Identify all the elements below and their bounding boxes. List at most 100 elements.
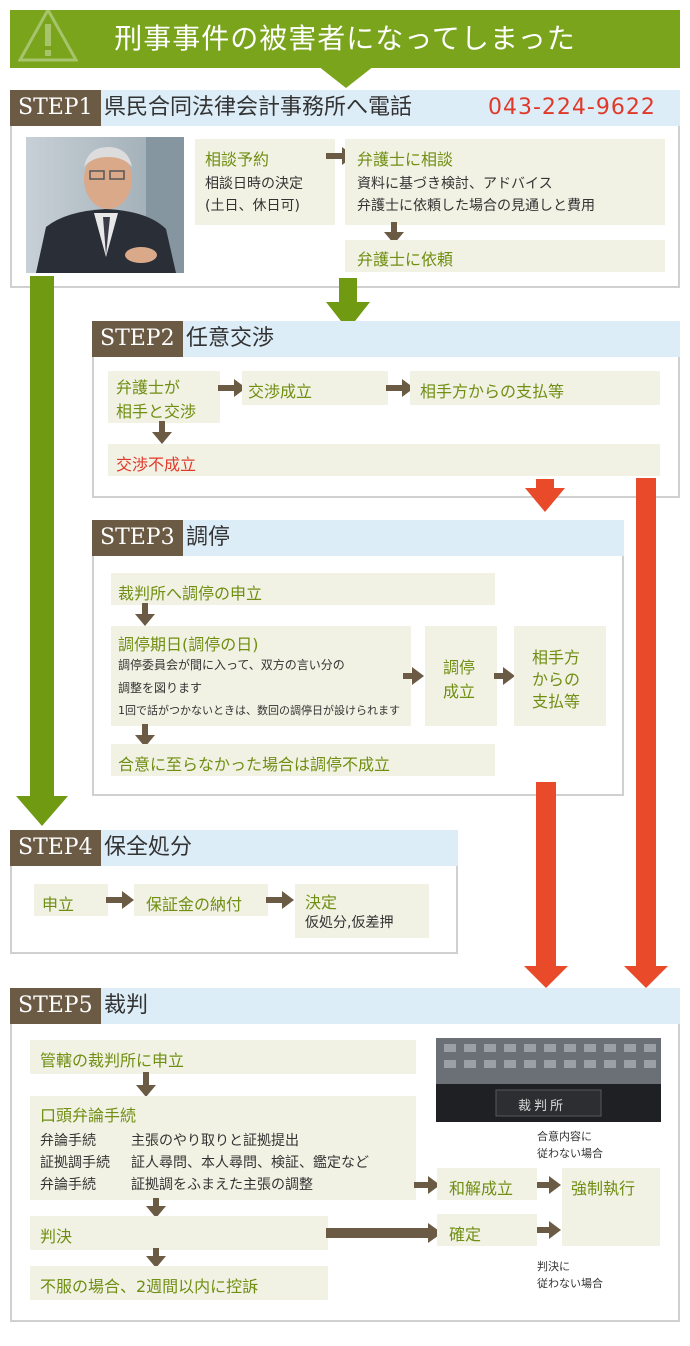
finalized-box (437, 1214, 537, 1246)
negotiation-failure-box (108, 444, 660, 476)
request-lawyer-label: 弁護士に依頼 (357, 250, 454, 269)
arrow-down-icon (152, 432, 172, 444)
arrow-down-icon (16, 796, 68, 826)
consult-reserve-line-1: 相談日時の決定 (205, 176, 303, 192)
step1-title: 県民合同法律会計事務所へ電話 (104, 95, 413, 120)
arrow-down-icon (135, 614, 155, 626)
settlement-label: 和解成立 (449, 1179, 514, 1198)
step3-title: 調停 (186, 525, 231, 550)
mediation-apply-box (111, 573, 495, 605)
arrow-shaft (391, 222, 397, 234)
mediation-success-box (425, 626, 497, 726)
negotiation-line-1: 弁護士が (116, 378, 181, 397)
court-sign: 裁判所 (518, 1099, 567, 1114)
step2-label: STEP2 (92, 321, 183, 357)
arrow-down-icon (146, 1256, 166, 1268)
red-flow-line (536, 479, 554, 489)
consult-reserve-line-2: (土日、休日可) (205, 198, 300, 214)
arrow-down-icon (146, 1206, 166, 1218)
finalized-label: 確定 (449, 1225, 482, 1244)
negotiation-box (108, 371, 220, 423)
oral-row-3-name: 弁論手続 (40, 1177, 96, 1193)
note-settlement-line-2: 従わない場合 (537, 1147, 603, 1160)
mediation-success-line-1: 調停 (443, 658, 476, 677)
mediation-apply-label: 裁判所へ調停の申立 (118, 584, 263, 603)
consult-lawyer-line-2: 弁護士に依頼した場合の見通しと費用 (357, 198, 595, 214)
arrow-down-icon (326, 302, 370, 330)
mediation-payment-line-2: からの (532, 670, 581, 689)
arrow-right-icon (503, 667, 515, 685)
preservation-apply-label: 申立 (42, 895, 75, 914)
step5-title: 裁判 (104, 993, 149, 1018)
page-banner: 刑事事件の被害者になってしまった (10, 10, 680, 68)
arrow-down-icon (525, 488, 565, 512)
mediation-date-line-1: 調停委員会が間に入って、双方の言い分の (118, 658, 345, 672)
step3-label: STEP3 (92, 520, 183, 556)
negotiation-line-2: 相手と交渉 (116, 402, 197, 421)
banner-pointer (318, 66, 374, 88)
arrow-right-icon (412, 667, 424, 685)
step4-label: STEP4 (10, 830, 101, 866)
enforcement-box (562, 1168, 660, 1246)
mediation-payment-box (514, 626, 606, 726)
enforcement-label: 強制執行 (571, 1179, 636, 1198)
arrow-shaft (153, 1248, 159, 1258)
consult-reserve-box (195, 139, 335, 225)
mediation-failure-box (111, 744, 495, 776)
arrow-shaft (142, 724, 148, 736)
mediation-date-title: 調停期日(調停の日) (118, 635, 259, 654)
consult-lawyer-title: 弁護士に相談 (357, 150, 454, 169)
phone-number[interactable]: 043-224-9622 (488, 95, 656, 120)
payment-label: 相手方からの支払等 (420, 382, 565, 401)
arrow-shaft (537, 1182, 551, 1188)
settlement-box (437, 1168, 537, 1200)
note-judgment-line-1: 判決に (537, 1260, 570, 1273)
arrow-shaft (326, 153, 344, 159)
negotiation-failure-label: 交渉不成立 (116, 455, 197, 474)
warning-icon (18, 6, 78, 62)
oral-row-2-name: 証拠調手続 (40, 1155, 110, 1171)
arrow-down-icon (624, 966, 668, 988)
step5-label: STEP5 (10, 988, 101, 1024)
oral-row-1-desc: 主張のやり取りと証拠提出 (131, 1133, 299, 1149)
step5-header (10, 988, 680, 1024)
arrow-shaft (326, 1228, 430, 1238)
payment-box (410, 371, 660, 405)
consult-lawyer-box (345, 139, 665, 225)
note-settlement-line-1: 合意内容に (537, 1130, 592, 1143)
oral-argument-title: 口頭弁論手続 (40, 1106, 137, 1125)
step1-label: STEP1 (10, 90, 101, 126)
oral-row-1-name: 弁論手続 (40, 1133, 96, 1149)
arrow-shaft (414, 1182, 430, 1188)
arrow-shaft (218, 385, 236, 391)
arrow-down-icon (136, 1085, 156, 1097)
judgment-label: 判決 (40, 1227, 73, 1246)
consult-reserve-title: 相談予約 (205, 150, 270, 169)
arrow-right-icon (122, 891, 134, 909)
decision-box (295, 884, 429, 938)
negotiation-success-label: 交渉成立 (248, 382, 313, 401)
mediation-failure-label: 合意に至らなかった場合は調停不成立 (118, 755, 391, 774)
arrow-shaft (386, 385, 404, 391)
court-apply-label: 管轄の裁判所に申立 (40, 1051, 185, 1070)
appeal-box (30, 1266, 328, 1300)
court-apply-box (30, 1040, 416, 1074)
negotiation-success-box (242, 371, 388, 405)
decision-detail: 仮処分,仮差押 (305, 915, 394, 931)
oral-row-3-desc: 証拠調をふまえた主張の調整 (131, 1177, 313, 1193)
arrow-shaft (494, 673, 505, 679)
arrow-right-icon (549, 1176, 561, 1194)
mediation-payment-line-3: 支払等 (532, 692, 581, 711)
note-judgment-line-2: 従わない場合 (537, 1277, 603, 1290)
court-building-photo (436, 1038, 661, 1122)
appeal-label: 不服の場合、2週間以内に控訴 (40, 1277, 259, 1296)
red-flow-line (536, 782, 556, 968)
arrow-shaft (266, 897, 284, 903)
mediation-payment-line-1: 相手方 (532, 648, 581, 667)
request-lawyer-box (345, 240, 665, 272)
mediation-success-line-2: 成立 (443, 682, 476, 701)
oral-row-2-desc: 証人尋問、本人尋問、検証、鑑定など (131, 1155, 369, 1171)
arrow-shaft (159, 421, 165, 433)
step2-header (92, 321, 680, 357)
mediation-date-line-2: 調整を図ります (118, 681, 203, 695)
